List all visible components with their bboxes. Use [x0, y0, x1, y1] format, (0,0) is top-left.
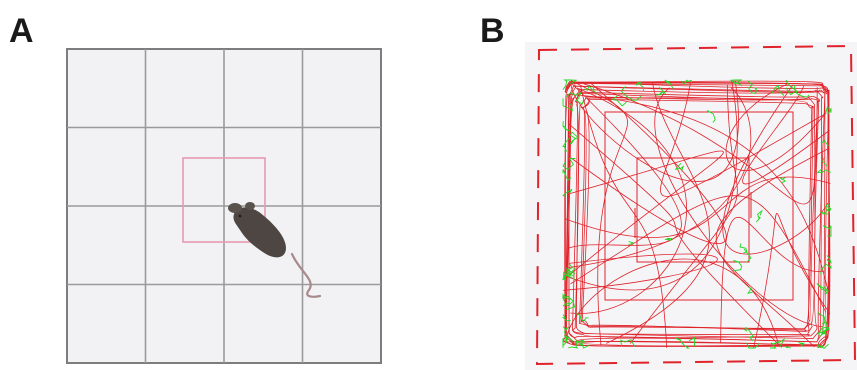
- rest-segment: [664, 237, 673, 241]
- rest-segment: [577, 339, 586, 347]
- rest-segment: [792, 84, 810, 98]
- track-segment: [742, 85, 830, 185]
- track-segment: [568, 87, 752, 268]
- rest-segment: [739, 243, 748, 254]
- rest-segment: [706, 110, 716, 123]
- rest-segment: [562, 79, 578, 90]
- rest-segment: [620, 86, 642, 101]
- track-segment: [580, 97, 814, 332]
- rest-segment: [816, 283, 829, 295]
- track-segment: [568, 80, 682, 249]
- rest-segment: [771, 84, 785, 96]
- movement-track-plot: [525, 42, 857, 370]
- rest-segment: [755, 209, 763, 223]
- track-segment: [716, 147, 830, 348]
- rest-segment: [565, 263, 574, 273]
- rest-segment: [628, 240, 635, 245]
- rest-segment: [817, 343, 829, 349]
- rest-segment: [819, 208, 830, 215]
- rest-segment: [611, 94, 627, 107]
- rest-segment: [746, 342, 760, 349]
- rest-segment: [747, 87, 757, 95]
- rest-segment: [562, 300, 575, 307]
- rest-segment: [784, 345, 792, 349]
- rest-segment: [747, 80, 753, 88]
- rest-segment: [779, 177, 787, 184]
- track-segment: [570, 82, 727, 244]
- track-segment: [753, 213, 831, 348]
- rest-segment: [674, 337, 690, 349]
- rest-segment: [688, 336, 696, 347]
- track-segment: [570, 80, 628, 346]
- rest-segment: [820, 140, 829, 147]
- rest-segment: [685, 79, 693, 85]
- rest-segment: [733, 259, 743, 272]
- rest-segment: [561, 314, 571, 322]
- open-field-arena: [66, 48, 382, 364]
- track-segment: [722, 84, 829, 255]
- rest-segment: [576, 312, 589, 322]
- rest-segment: [565, 91, 585, 105]
- track-segment: [568, 123, 782, 348]
- arena-grid: [67, 49, 381, 363]
- rest-segment: [635, 82, 644, 92]
- rest-segment: [656, 86, 667, 96]
- track-segment: [570, 87, 687, 314]
- rest-segment: [562, 188, 573, 197]
- rest-segment: [674, 163, 685, 172]
- rest-segment: [820, 263, 832, 275]
- arena-boundary: [535, 44, 857, 366]
- rest-segment: [778, 338, 786, 348]
- track-segment: [583, 83, 818, 205]
- rest-segment: [562, 169, 572, 181]
- rest-segment: [743, 326, 754, 342]
- rest-segment: [816, 168, 831, 174]
- rest-segment: [561, 273, 575, 281]
- rest-segment: [620, 339, 635, 347]
- rest-segment: [562, 158, 576, 170]
- track-segment: [725, 83, 827, 172]
- panel-label-a: A: [9, 12, 34, 50]
- track-segment: [629, 84, 738, 344]
- movement-track-green: [561, 79, 832, 349]
- rest-segment: [568, 340, 590, 349]
- rest-segment: [817, 311, 826, 334]
- rest-segment: [826, 255, 832, 264]
- track-segment: [570, 195, 827, 313]
- track-segment: [565, 258, 779, 343]
- rest-segment: [568, 131, 579, 145]
- rest-segment: [562, 121, 571, 132]
- track-segment: [568, 150, 724, 276]
- rest-segment: [583, 85, 597, 94]
- rest-segment: [819, 321, 830, 336]
- rest-segment: [562, 335, 574, 347]
- rest-segment: [824, 105, 832, 114]
- rest-segment: [798, 341, 806, 347]
- rest-segment: [562, 98, 574, 112]
- track-segment: [564, 176, 831, 238]
- track-segment: [606, 82, 710, 344]
- rest-segment: [664, 79, 674, 89]
- rest-segment: [824, 203, 832, 212]
- rest-segment: [770, 341, 779, 349]
- track-segment: [580, 86, 668, 348]
- rest-segment: [747, 286, 753, 295]
- panel-label-b: B: [480, 12, 505, 50]
- center-zone: [182, 157, 266, 243]
- rest-segment: [563, 271, 573, 280]
- rest-segment: [729, 79, 743, 87]
- rest-segment: [822, 224, 832, 237]
- mouse-icon: [228, 202, 322, 298]
- track-segment: [563, 253, 718, 291]
- rest-segment: [682, 79, 688, 86]
- track-segment: [660, 81, 826, 197]
- track-segment: [572, 90, 820, 339]
- rest-segment: [562, 137, 571, 152]
- rest-segment: [822, 157, 828, 167]
- rest-segment: [562, 293, 571, 302]
